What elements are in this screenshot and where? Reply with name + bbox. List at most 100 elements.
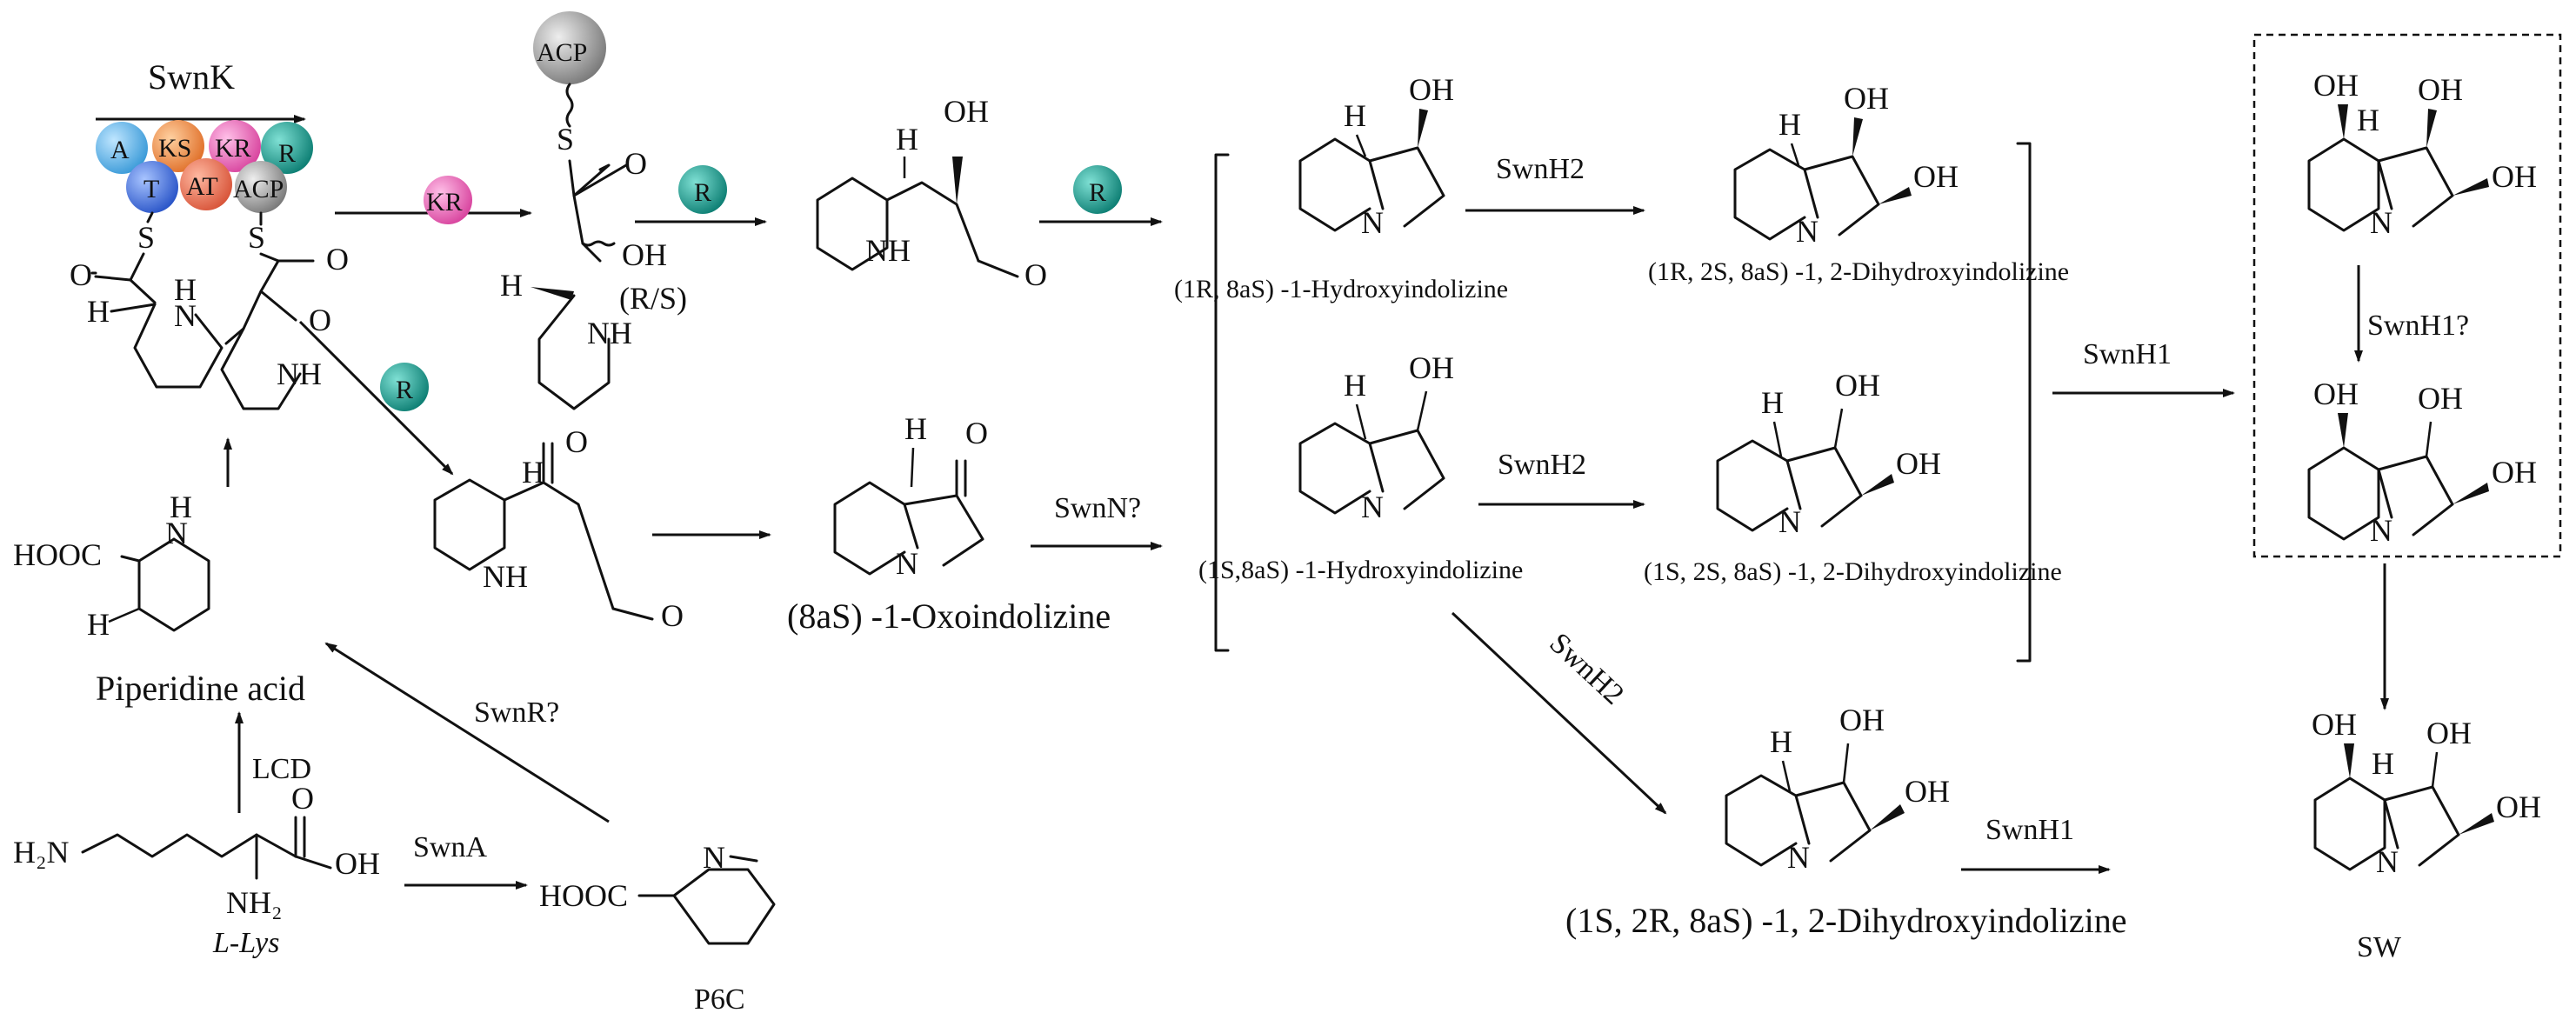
atom-n-c2: N [1796, 214, 1819, 249]
atom-oh-kr: OH [622, 237, 667, 272]
box-compound-bottom: N OH OH OH [2307, 377, 2537, 548]
pipecolic-acid: H N HOOC H Piperidine acid [13, 490, 305, 708]
atom-s-acp: S [248, 220, 265, 255]
atom-nh-acp: NH [277, 357, 322, 391]
atom-o-acp2: O [309, 303, 331, 337]
atom-s-kr: S [557, 122, 574, 157]
domain-a-label: A [110, 136, 130, 164]
atom-n-c6: N [1787, 840, 1810, 875]
bracket-left [1214, 153, 1230, 652]
lcd-label: LCD [252, 753, 311, 785]
swnk-label: SwnK [148, 57, 235, 97]
atom-h-pip-n: H [170, 490, 192, 524]
atom-h-t: H [87, 294, 110, 329]
r-ball-2-label: R [694, 178, 711, 207]
atom-h-sw: H [2372, 746, 2394, 781]
compound-c3: N H OH (1S,8aS) -1-Hydroxyindolizine [1198, 350, 1523, 584]
atom-n-p6c: N [703, 840, 725, 875]
atom-oh2-c6: OH [1905, 774, 1950, 809]
compound-c2: N H OH OH (1R, 2S, 8aS) -1, 2-Dihydroxyi… [1648, 81, 2069, 286]
r-diagonal-arrow [298, 320, 454, 476]
compound-c1: N H OH (1R, 8aS) -1-Hydroxyindolizine [1174, 72, 1508, 303]
bracket-right [2016, 142, 2032, 663]
atom-oh2-c2: OH [1913, 159, 1959, 194]
atom-oh2-c4: OH [1896, 446, 1941, 481]
atom-oh1-c2: OH [1844, 81, 1889, 116]
domain-ks-ball [152, 120, 204, 172]
atom-h-ald: H [896, 122, 918, 157]
domain-r-ball [261, 122, 313, 174]
atom-o-keto2: O [661, 598, 684, 633]
box-compound-top: N H OH OH OH [2307, 68, 2537, 240]
atom-n-bt: N [2370, 205, 2392, 240]
hydroxy-aldehyde: NH H OH O [816, 94, 1047, 292]
atom-n-c4: N [1779, 504, 1801, 539]
atom-n-c3: N [1361, 490, 1384, 524]
domain-t-label: T [143, 175, 159, 203]
atom-n-c1: N [1361, 205, 1384, 240]
atom-oh1-c4: OH [1835, 368, 1880, 403]
acp-top-label: ACP [537, 38, 587, 67]
atom-oh3-bb: OH [2492, 455, 2537, 490]
atom-oh3-sw: OH [2496, 790, 2541, 824]
atom-n-t: N [174, 298, 197, 333]
name-c5: (8aS) -1-Oxoindolizine [787, 596, 1111, 636]
name-c2: (1R, 2S, 8aS) -1, 2-Dihydroxyindolizine [1648, 257, 2069, 286]
domain-kr-ball [209, 120, 261, 172]
atom-oh-c1: OH [1409, 72, 1454, 107]
p6c: HOOC N P6C [539, 840, 776, 1016]
atom-nh-t: H [174, 272, 197, 307]
atom-o-kr: O [624, 146, 647, 181]
r-ball-1 [380, 363, 429, 411]
name-c4: (1S, 2S, 8aS) -1, 2-Dihydroxyindolizine [1644, 557, 2062, 586]
atom-o-keto1: O [565, 424, 588, 459]
name-p6c: P6C [694, 983, 745, 1016]
domain-a-ball [96, 122, 148, 174]
atom-h-c2: H [1779, 107, 1801, 142]
atom-n-bb: N [2370, 513, 2392, 548]
atom-n-sw: N [2376, 844, 2399, 879]
atom-o-acp1: O [326, 242, 349, 277]
atom-oh1-sw: OH [2312, 707, 2357, 742]
name-c1: (1R, 8aS) -1-Hydroxyindolizine [1174, 275, 1508, 303]
atom-o-oxo: O [965, 416, 988, 450]
kr-product: ACP S O OH (R/S) H NH [500, 11, 687, 410]
atom-h-oxo: H [904, 411, 927, 446]
atom-oh2-bt: OH [2418, 72, 2463, 107]
lysine: H₂N O OH NH₂ L-Lys [13, 781, 380, 959]
atom-s-t: S [137, 220, 155, 255]
swnk-module: SwnK A KS KR R T AT ACP S O H H N S O O [70, 57, 349, 410]
oxoindolizine: N H O (8aS) -1-Oxoindolizine [787, 411, 1111, 636]
atom-n-pip: N [165, 516, 188, 550]
swnh2-label-1: SwnH2 [1496, 153, 1585, 185]
atom-h2n-lys: H₂N [13, 835, 70, 870]
atom-h-c1: H [1344, 98, 1366, 133]
kr-ball [424, 176, 472, 224]
atom-nh2-lys: NH₂ [226, 885, 283, 920]
name-lys: L-Lys [212, 927, 279, 959]
atom-h-bt: H [2357, 103, 2379, 137]
r-ball-2 [678, 165, 727, 214]
atom-nh-keto: NH [483, 559, 528, 594]
atom-h-pip: H [87, 607, 110, 642]
atom-hooc-p6c: HOOC [539, 878, 628, 913]
compound-sw: N H OH OH OH SW [2312, 707, 2541, 963]
swnh2-arrow-3 [1451, 611, 1667, 815]
atom-nh-ald: NH [865, 233, 911, 268]
atom-oh-lys: OH [335, 846, 380, 881]
r-ball-3-label: R [1089, 178, 1106, 207]
rs-label: (R/S) [619, 281, 687, 316]
kr-ball-label: KR [426, 188, 463, 217]
atom-h-c4: H [1761, 385, 1784, 420]
atom-oh1-bt: OH [2313, 68, 2359, 103]
atom-oh-ald: OH [944, 94, 989, 129]
atom-o-t: O [70, 257, 92, 292]
atom-oh3-bt: OH [2492, 159, 2537, 194]
atom-h-c3: H [1344, 368, 1366, 403]
r-ball-1-label: R [396, 376, 413, 404]
swnr-arrow [324, 642, 610, 823]
name-pip: Piperidine acid [96, 669, 305, 708]
swnh1-label-2: SwnH1 [1985, 814, 2074, 846]
swnh1q-label: SwnH1? [2367, 310, 2469, 342]
